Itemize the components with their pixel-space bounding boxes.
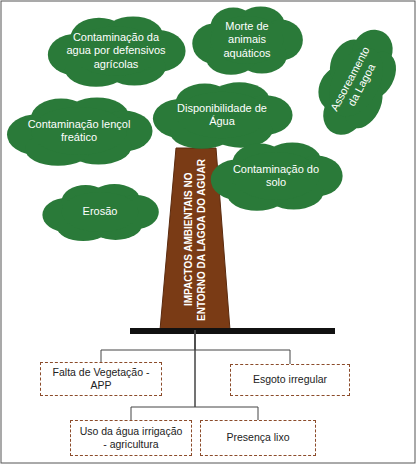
node-content: Disponibilidade de Água <box>150 80 294 150</box>
impact-label: Erosão <box>83 205 118 218</box>
node-content: Contaminação do solo <box>208 140 344 212</box>
cause-label: Uso da água irrigação - agricultura <box>77 425 185 451</box>
node-content: Erosão <box>40 182 160 242</box>
problem-label: IMPACTOS AMBIENTAIS NO ENTORNO DA LAGOA … <box>183 157 208 322</box>
node-content: Esgoto irregular <box>231 365 349 395</box>
cause-box: Esgoto irregular <box>230 364 350 396</box>
impact-cloud: Contaminação do solo <box>208 140 344 212</box>
impact-cloud: Contaminação da agua por defensivos agrí… <box>45 14 187 88</box>
impact-cloud: Disponibilidade de Água <box>150 80 294 150</box>
trunk-outline <box>160 148 230 330</box>
cause-box: Uso da água irrigação - agricultura <box>70 420 192 456</box>
root-connector <box>101 330 195 362</box>
impact-label: Assoreamento da Lagoa <box>325 39 388 126</box>
node-content: Morte de animais aquáticos <box>190 4 304 76</box>
node-content: Assoreamento da Lagoa <box>298 14 414 149</box>
impact-cloud: Assoreamento da Lagoa <box>298 14 414 149</box>
impact-label: Contaminação lençol freático <box>20 118 138 144</box>
cause-box: Falta de Vegetação - APP <box>40 362 162 396</box>
impact-cloud: Morte de animais aquáticos <box>190 4 304 76</box>
cause-label: Falta de Vegetação - APP <box>47 366 155 392</box>
impact-label: Contaminação da agua por defensivos agrí… <box>61 31 171 71</box>
root-connector <box>195 330 290 364</box>
node-content: Contaminação lençol freático <box>4 95 154 167</box>
impact-label: Contaminação do solo <box>224 163 328 189</box>
cause-label: Presença lixo <box>226 431 289 444</box>
cloud-lobe <box>176 92 268 139</box>
impact-cloud: Erosão <box>40 182 160 242</box>
cause-label: Esgoto irregular <box>253 373 327 386</box>
cloud-lobe <box>62 192 139 232</box>
node-content: Uso da água irrigação - agricultura <box>71 421 191 455</box>
cloud-lobe <box>318 38 394 125</box>
impact-cloud: Contaminação lençol freático <box>4 95 154 167</box>
cause-box: Presença lixo <box>200 420 316 456</box>
impact-label: Morte de animais aquáticos <box>206 20 288 60</box>
node-content: Contaminação da agua por defensivos agrí… <box>45 14 187 88</box>
impact-label: Disponibilidade de Água <box>166 102 278 128</box>
node-content: Presença lixo <box>201 421 315 455</box>
node-content: Falta de Vegetação - APP <box>41 363 161 395</box>
